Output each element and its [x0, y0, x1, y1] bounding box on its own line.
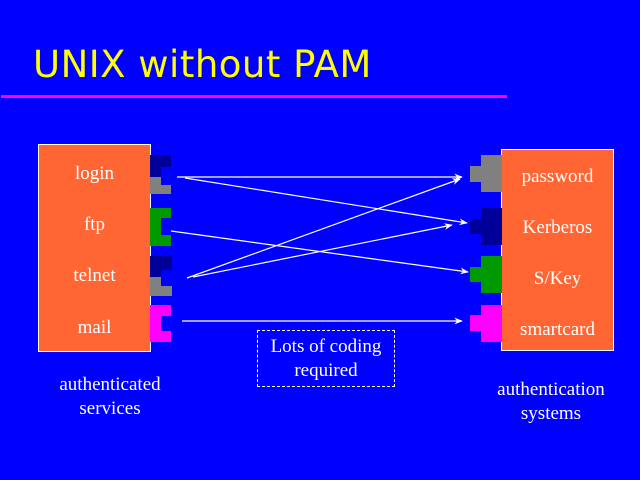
arrow-telnet-password: [186, 178, 461, 279]
service-mail: mail: [77, 317, 112, 338]
socket-telnet: [150, 256, 172, 296]
system-password: password: [521, 166, 594, 187]
systems-caption-line-2: systems: [520, 403, 582, 424]
systems-caption-line-1: authentication: [497, 379, 605, 400]
service-login: login: [74, 163, 115, 184]
services-box: login ftp telnet mail: [38, 144, 151, 352]
plug-skey: [470, 256, 502, 293]
service-ftp: ftp: [83, 214, 106, 235]
system-smartcard: smartcard: [520, 319, 595, 340]
plug-smartcard: [470, 305, 502, 342]
socket-ftp: [150, 208, 171, 246]
services-caption: authenticated services: [40, 373, 180, 421]
system-skey: S/Key: [533, 268, 582, 289]
note-line-1: Lots of coding: [270, 336, 382, 357]
service-telnet: telnet: [73, 265, 116, 286]
systems-caption: authentication systems: [476, 378, 626, 426]
title-underline: [1, 95, 507, 98]
socket-mail: [150, 305, 171, 342]
plug-password: [470, 155, 502, 192]
socket-login: [150, 155, 171, 194]
plug-kerberos: [470, 208, 502, 245]
services-caption-line-1: authenticated: [59, 374, 161, 395]
socket-login-top: [150, 155, 171, 167]
arrow-login-kerberos: [184, 177, 468, 226]
systems-box: password Kerberos S/Key smartcard: [501, 149, 614, 351]
socket-login-bottom: [150, 185, 171, 194]
note-box: Lots of coding required: [257, 330, 395, 387]
slide-title: UNIX without PAM: [33, 43, 372, 86]
services-caption-line-2: services: [79, 398, 141, 419]
system-kerberos: Kerberos: [522, 217, 593, 238]
note-line-2: required: [294, 360, 358, 381]
arrow-telnet-kerberos: [192, 223, 453, 278]
